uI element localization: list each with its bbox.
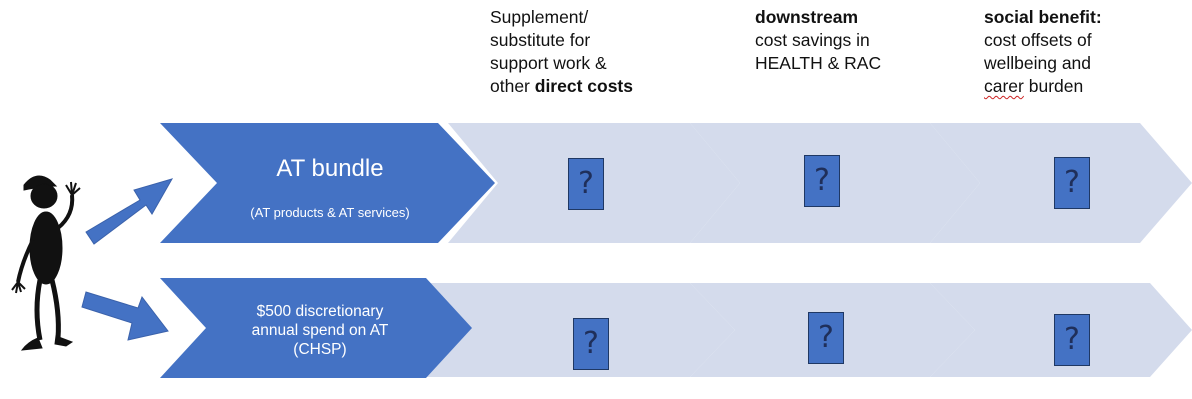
- header-text: substitute for: [490, 30, 591, 50]
- header-text: support work &: [490, 53, 607, 73]
- discretionary-line-1: $500 discretionary: [256, 303, 384, 320]
- header-text: other: [490, 76, 535, 96]
- left-leg: [34, 279, 43, 341]
- at-bundle-subtitle: (AT products & AT services): [250, 205, 410, 220]
- discretionary-spend-label: $500 discretionary annual spend on AT (C…: [215, 302, 425, 359]
- header-text: cost offsets of: [984, 30, 1092, 50]
- header-line: other direct costs: [490, 75, 633, 98]
- question-box-top-2: ?: [804, 155, 840, 207]
- lower-arm: [16, 239, 35, 283]
- left-foot: [20, 337, 43, 351]
- raised-hand: [65, 181, 81, 196]
- discretionary-line-2: annual spend on AT: [251, 322, 389, 339]
- header-text: carer: [984, 76, 1024, 96]
- header-line: HEALTH & RAC: [755, 52, 881, 75]
- chevron-row-top: [448, 123, 1192, 243]
- head: [30, 183, 58, 209]
- at-bundle-title: AT bundle: [276, 155, 384, 182]
- arrow-to-discretionary: [81, 291, 169, 341]
- header-line: substitute for: [490, 29, 633, 52]
- header-text: burden: [1023, 76, 1084, 96]
- header-line: support work &: [490, 52, 633, 75]
- question-box-top-1: ?: [568, 158, 604, 210]
- right-foot: [54, 335, 74, 347]
- body: [29, 211, 63, 285]
- question-box-bottom-3: ?: [1054, 314, 1090, 366]
- person-figure: [11, 175, 81, 351]
- column-header-social-benefit: social benefit: cost offsets of wellbeing…: [984, 6, 1102, 98]
- right-leg: [49, 279, 61, 339]
- header-line: wellbeing and: [984, 52, 1102, 75]
- question-box-bottom-2: ?: [808, 312, 844, 364]
- header-line: downstream: [755, 6, 881, 29]
- header-bold-text: direct costs: [534, 76, 633, 96]
- question-box-top-3: ?: [1054, 157, 1090, 209]
- header-line: social benefit:: [984, 6, 1102, 29]
- header-line: cost savings in: [755, 29, 881, 52]
- header-text: cost savings in: [755, 30, 870, 50]
- header-line: cost offsets of: [984, 29, 1102, 52]
- header-bold-text: downstream: [755, 7, 859, 27]
- header-text: HEALTH & RAC: [755, 53, 882, 73]
- header-line: Supplement/: [490, 6, 633, 29]
- header-text: Supplement/: [490, 7, 589, 27]
- arrow-to-at-bundle: [85, 178, 174, 245]
- column-header-downstream: downstream cost savings in HEALTH & RAC: [755, 6, 881, 75]
- discretionary-line-3: (CHSP): [293, 341, 347, 358]
- at-bundle-chevron: [160, 123, 495, 243]
- raised-arm: [56, 194, 75, 230]
- header-line: carer burden: [984, 75, 1102, 98]
- discretionary-chevron: [160, 278, 472, 378]
- header-text: wellbeing and: [984, 53, 1092, 73]
- hat: [23, 175, 58, 191]
- header-bold-text: social benefit:: [984, 7, 1102, 27]
- lower-hand: [11, 281, 26, 294]
- question-box-bottom-1: ?: [573, 318, 609, 370]
